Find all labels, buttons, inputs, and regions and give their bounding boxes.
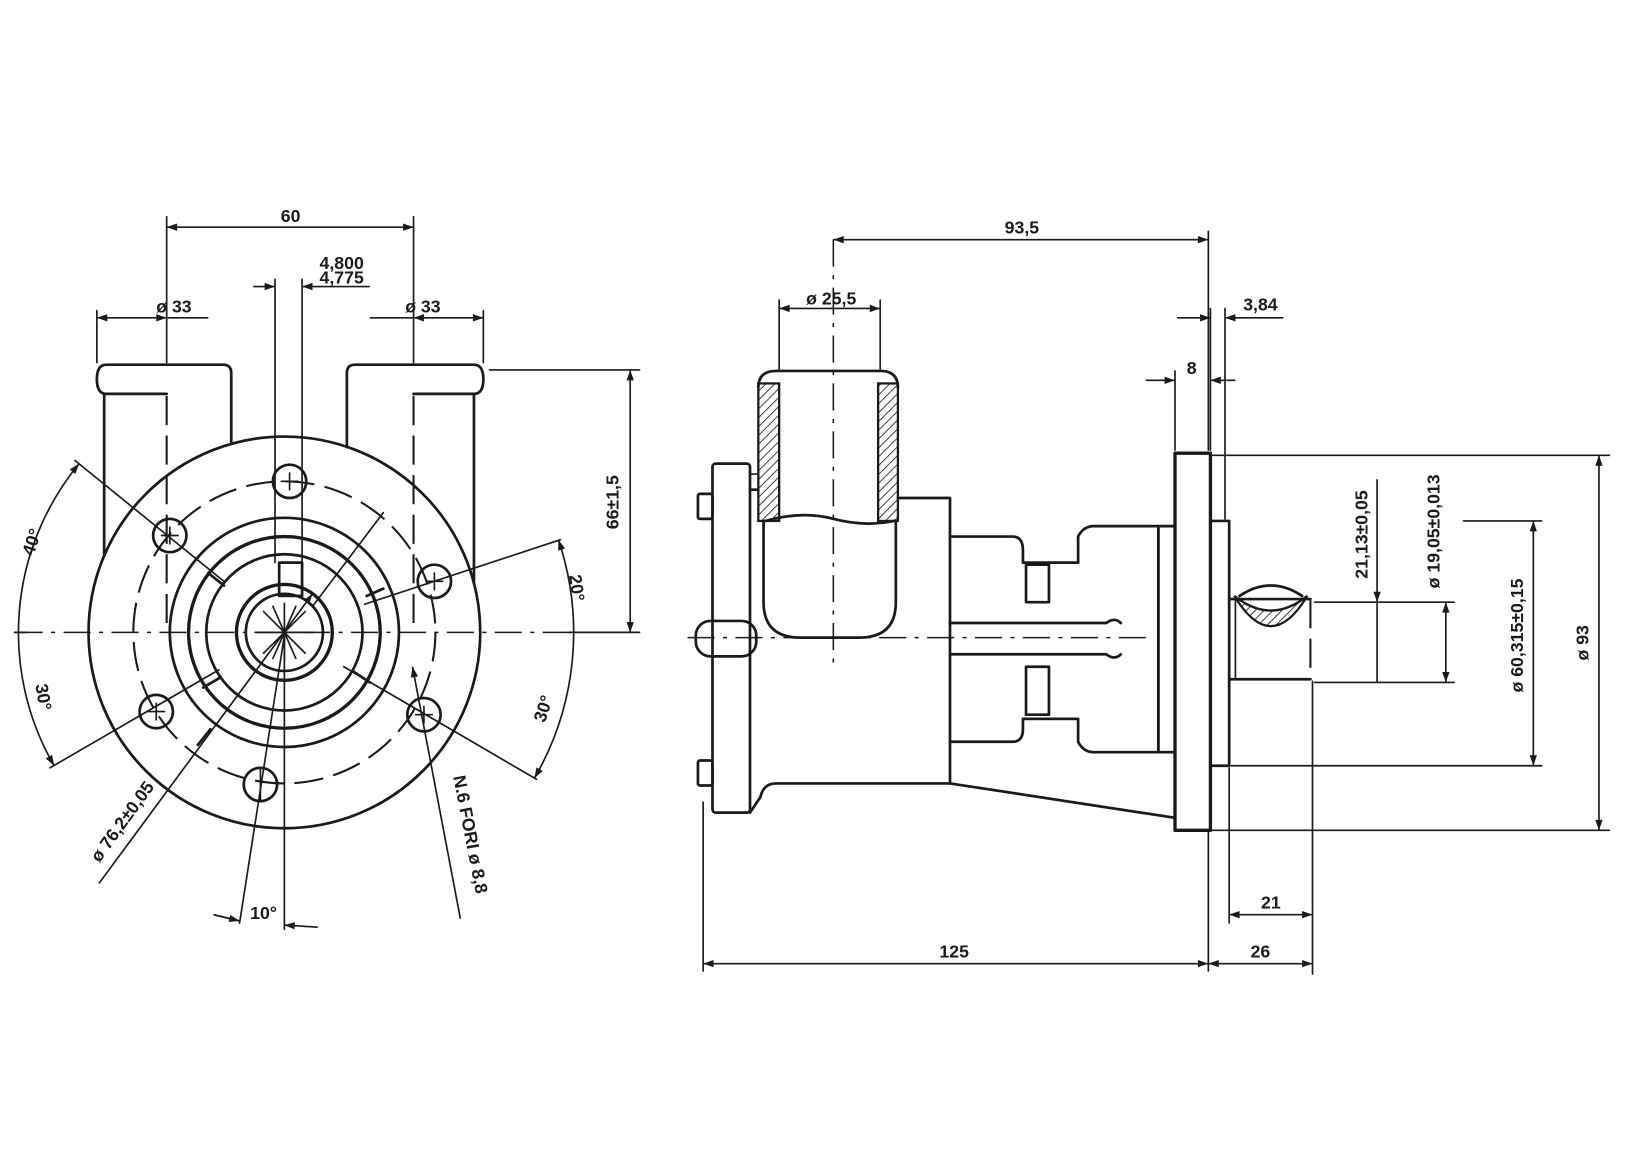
plate-bolt: [694, 619, 758, 658]
inlet-pipe: [756, 239, 900, 669]
dim-port-left-diameter: [96, 309, 209, 364]
dim-body-length: [702, 801, 1210, 972]
dim-port-spacing-label: 60: [281, 206, 301, 226]
dim-port-spacing: [165, 215, 415, 364]
pilot-step: [1209, 519, 1231, 768]
angle-upper-right-label: 20°: [565, 573, 589, 602]
angle-lower-right-label: 30°: [530, 693, 557, 725]
angle-arc-bottom-right: [284, 922, 318, 930]
dim-key-height-label: 21,13±0,05: [1352, 490, 1372, 579]
shaft-keyway: [274, 278, 304, 598]
dim-flange-thickness: [1145, 370, 1236, 451]
angle-upper-left-label: 40°: [18, 526, 45, 558]
dim-port-left-label: ø 33: [156, 297, 192, 317]
dim-port-right-label: ø 33: [405, 297, 441, 317]
inlet-wall-left: [757, 382, 781, 523]
angle-arc-left: [17, 463, 80, 767]
dim-key-min-label: 4,775: [320, 267, 364, 287]
bolt-circle-leader: [98, 593, 314, 884]
dim-flange-thickness-label: 8: [1187, 358, 1197, 378]
dim-flange-diameter-label: ø 93: [1573, 625, 1593, 661]
bolt-hole: [271, 463, 308, 500]
note-holes-label: N.6 FORI ø 8,8: [449, 774, 492, 896]
dim-flange-diameter: [1209, 454, 1611, 832]
dim-inlet-diameter: [778, 299, 882, 370]
shaft-key: [1233, 595, 1309, 628]
dim-pilot-diameter: [1230, 520, 1543, 767]
angle-lower-left-label: 30°: [31, 682, 55, 712]
bolt-hole: [151, 517, 188, 554]
side-view: 93,5 ø 25,5 3,84 8 21,: [687, 217, 1611, 975]
dim-key-max-label: 4,800: [320, 253, 364, 273]
dim-pilot-diameter-label: ø 60,315±0,15: [1507, 578, 1527, 692]
side-flange: [1173, 451, 1231, 832]
dim-key-height: [1313, 479, 1455, 684]
angle-construction-lines: [49, 459, 562, 931]
dim-shaft-length-label: 21: [1261, 892, 1281, 912]
inlet-elbow: [762, 519, 898, 639]
dim-pilot-step: [1177, 307, 1284, 520]
holes-note-leader: [410, 666, 462, 920]
dim-body-length-label: 125: [939, 941, 969, 961]
dim-port-right-diameter: [369, 309, 485, 364]
pump-body: [748, 488, 1177, 820]
dim-pilot-step-label: 3,84: [1243, 295, 1278, 315]
internal-shaft: [687, 618, 1146, 659]
dim-port-height: [488, 369, 641, 634]
port-left: [95, 363, 233, 557]
angle-arc-bottom-left: [213, 913, 240, 923]
port-right: [345, 363, 485, 585]
dim-shaft-length: [1228, 680, 1314, 975]
angle-arc-right: [533, 539, 575, 779]
dim-inlet-diameter-label: ø 25,5: [806, 288, 856, 308]
dim-inlet-offset-label: 93,5: [1005, 217, 1040, 237]
bolt-holes: [138, 463, 453, 803]
angle-bottom-label: 10°: [250, 903, 277, 923]
dim-shaft-projection-label: 26: [1251, 941, 1271, 961]
dim-inlet-offset: [833, 230, 1210, 451]
dim-port-height-label: 66±1,5: [603, 475, 623, 529]
front-view: 60 4,800 4,775 ø 33 ø 33 66±1,5 40°: [13, 206, 641, 931]
dim-shaft-diameter-label: ø 19,05±0,013: [1424, 474, 1444, 588]
bearing-housing: [948, 524, 1177, 754]
inlet-wall-right: [876, 382, 900, 523]
shaft-end: [1227, 584, 1312, 681]
